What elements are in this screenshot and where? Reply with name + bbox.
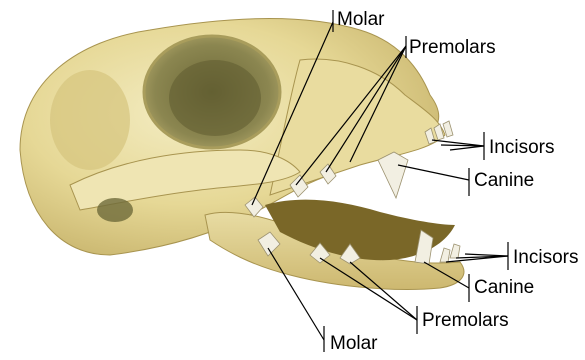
label-incisors-bottom: Incisors bbox=[513, 248, 578, 267]
incisors-top-pointer bbox=[450, 146, 484, 150]
lower-incisor bbox=[440, 248, 450, 262]
label-canine-top: Canine bbox=[474, 171, 534, 190]
label-premolars-top: Premolars bbox=[409, 38, 496, 57]
ear-opening bbox=[97, 198, 133, 222]
upper-canine bbox=[378, 152, 408, 198]
temporal-fossa bbox=[50, 70, 130, 170]
label-canine-bottom: Canine bbox=[474, 278, 534, 297]
incisors-bottom-pointer bbox=[465, 254, 508, 256]
canine-top-pointer bbox=[398, 165, 469, 180]
orbit-inner bbox=[169, 60, 261, 136]
label-premolars-bottom: Premolars bbox=[422, 311, 509, 330]
label-incisors-top: Incisors bbox=[489, 138, 554, 157]
lower-incisor bbox=[450, 244, 460, 258]
label-molar-top: Molar bbox=[337, 10, 385, 29]
label-molar-bottom: Molar bbox=[330, 334, 378, 353]
